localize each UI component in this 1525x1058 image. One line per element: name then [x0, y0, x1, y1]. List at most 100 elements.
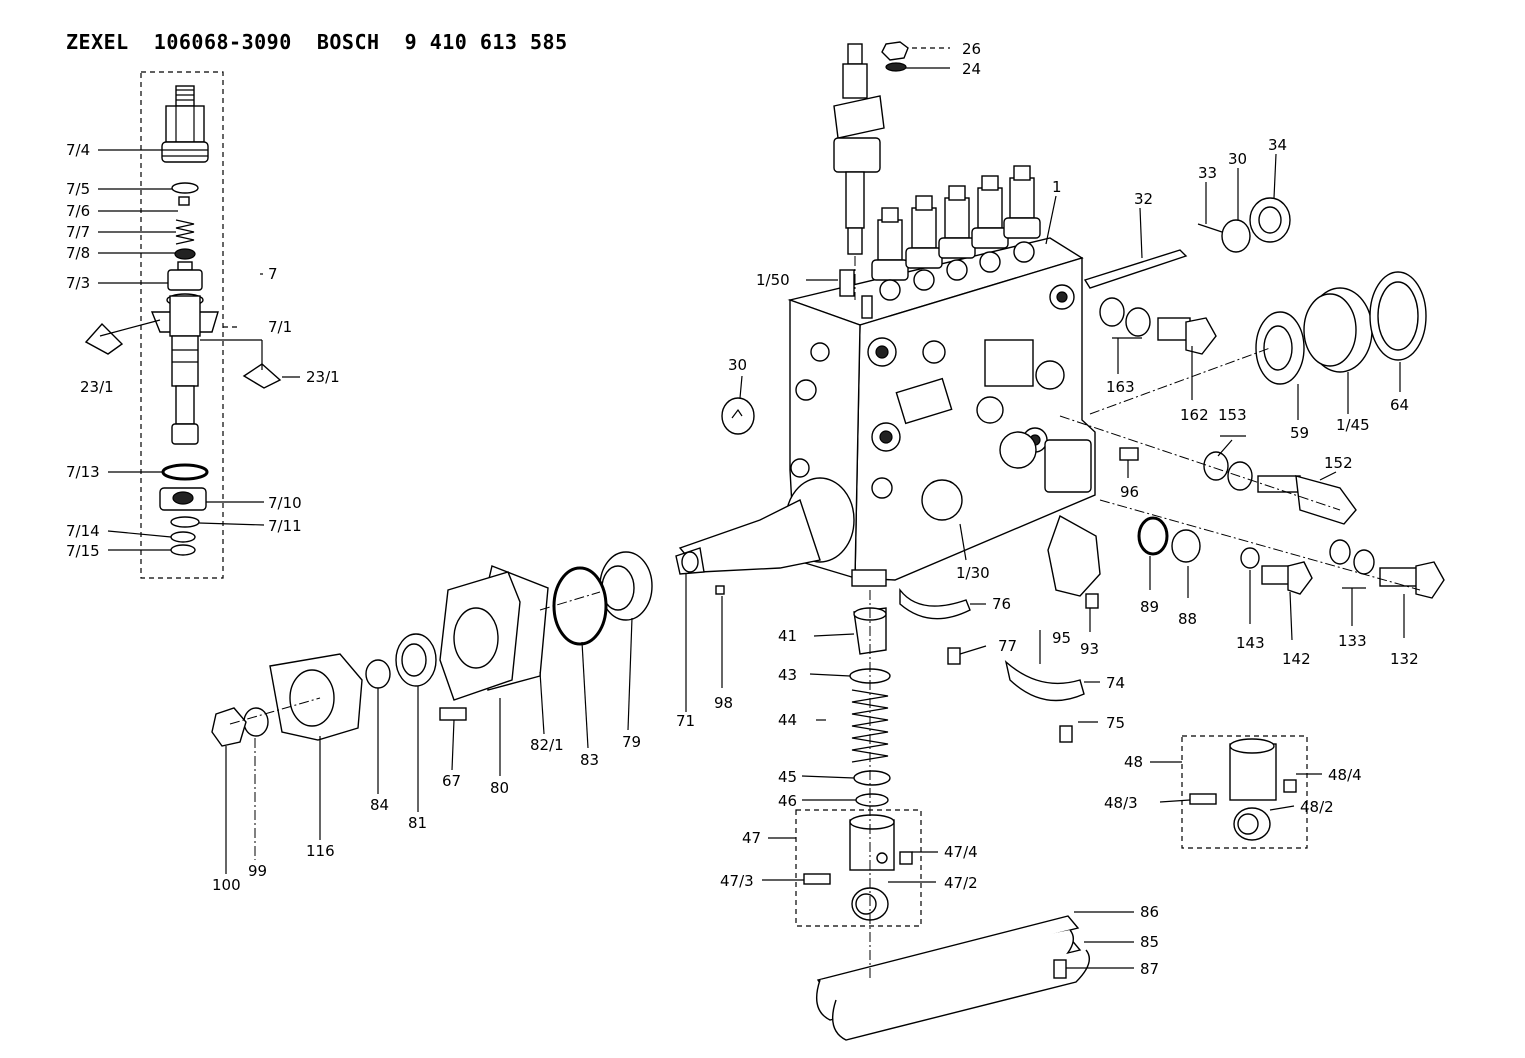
callout-74: 74 — [1106, 674, 1125, 692]
callout-95: 95 — [1052, 629, 1071, 647]
screw-67 — [439, 707, 467, 721]
callout-59: 59 — [1290, 424, 1309, 442]
cover-1-45 — [1303, 287, 1373, 373]
callout-7-6: 7/6 — [66, 202, 90, 220]
nut-100 — [211, 707, 247, 747]
diagram-title: ZEXEL 106068-3090 BOSCH 9 410 613 585 — [66, 30, 568, 54]
roller-tappet-48 — [1229, 738, 1277, 801]
screw-75 — [1059, 725, 1073, 743]
callout-75: 75 — [1106, 714, 1125, 732]
clamp-23-1-left — [84, 322, 124, 355]
callout-43: 43 — [778, 666, 797, 684]
callout-87: 87 — [1140, 960, 1159, 978]
washer-24 — [885, 62, 907, 72]
callout-23-1-left: 23/1 — [80, 378, 114, 396]
callout-88: 88 — [1178, 610, 1197, 628]
callout-142: 142 — [1282, 650, 1311, 668]
callout-46: 46 — [778, 792, 797, 810]
callout-116: 116 — [306, 842, 335, 860]
callout-1-45: 1/45 — [1336, 416, 1370, 434]
callout-152: 152 — [1324, 454, 1353, 472]
plug-34 — [1249, 197, 1291, 243]
callout-7-4: 7/4 — [66, 141, 90, 159]
callout-1-30: 1/30 — [956, 564, 990, 582]
callout-81: 81 — [408, 814, 427, 832]
o-ring-83 — [552, 566, 608, 646]
callout-143: 143 — [1236, 634, 1265, 652]
callout-71: 71 — [676, 712, 695, 730]
callout-7-7: 7/7 — [66, 223, 90, 241]
callout-47-3: 47/3 — [720, 872, 754, 890]
callout-34: 34 — [1268, 136, 1287, 154]
callout-99: 99 — [248, 862, 267, 880]
callout-7-14: 7/14 — [66, 522, 100, 540]
pin-47-3 — [803, 873, 831, 885]
callout-7-8: 7/8 — [66, 244, 90, 262]
screw-77 — [947, 647, 961, 665]
callout-83: 83 — [580, 751, 599, 769]
callout-24: 24 — [962, 60, 981, 78]
o-ring-7-5 — [171, 182, 199, 194]
roller-tappet-47 — [849, 814, 895, 871]
pin-48-4 — [1283, 779, 1297, 793]
valve-stop-part — [178, 196, 190, 206]
ring-7-11 — [170, 516, 200, 528]
element-assembly-group — [84, 71, 300, 579]
roller-48-2 — [1233, 807, 1271, 841]
callout-85: 85 — [1140, 933, 1159, 951]
pin-48-3 — [1189, 793, 1217, 805]
callout-1: 1 — [1052, 178, 1062, 196]
clamp-23-1-right — [242, 363, 282, 389]
callout-47: 47 — [742, 829, 761, 847]
o-ring-7-13 — [161, 463, 209, 481]
callout-7-3: 7/3 — [66, 274, 90, 292]
bearing-59 — [1255, 311, 1305, 385]
callout-133: 133 — [1338, 632, 1367, 650]
callout-7-13: 7/13 — [66, 463, 100, 481]
callout-30-left: 30 — [728, 356, 747, 374]
callout-153: 153 — [1218, 406, 1247, 424]
callout-45: 45 — [778, 768, 797, 786]
callout-84: 84 — [370, 796, 389, 814]
rack-32 — [1083, 249, 1188, 289]
callout-7-11: 7/11 — [268, 517, 302, 535]
callout-7-15: 7/15 — [66, 542, 100, 560]
callout-48-2: 48/2 — [1300, 798, 1334, 816]
screw-93 — [1085, 593, 1099, 609]
callout-48-3: 48/3 — [1104, 794, 1138, 812]
callout-1-50: 1/50 — [756, 271, 790, 289]
bracket-76 — [899, 587, 971, 620]
callout-82-1: 82/1 — [530, 736, 564, 754]
callout-48-4: 48/4 — [1328, 766, 1362, 784]
screw-96 — [1119, 447, 1139, 461]
shim-46 — [855, 793, 889, 807]
callout-47-4: 47/4 — [944, 843, 978, 861]
bolt-142 — [1261, 561, 1313, 595]
callout-labels: 26 24 1 32 33 30 34 1/50 163 162 64 59 1… — [66, 40, 1419, 978]
ring-84 — [365, 659, 391, 689]
pin-47-4 — [899, 851, 913, 865]
cap-30-left — [721, 397, 755, 435]
callout-93: 93 — [1080, 640, 1099, 658]
callout-98: 98 — [714, 694, 733, 712]
cap-30-top — [1221, 219, 1251, 253]
callout-67: 67 — [442, 772, 461, 790]
callout-41: 41 — [778, 627, 797, 645]
callout-7-5: 7/5 — [66, 180, 90, 198]
callout-132: 132 — [1390, 650, 1419, 668]
callout-7: 7 — [268, 265, 278, 283]
screw-87 — [1053, 959, 1067, 979]
pump-housing-group — [675, 237, 1096, 587]
spring-seat-45 — [853, 770, 891, 786]
callout-7-10: 7/10 — [268, 494, 302, 512]
delivery-valve-holders-top — [833, 41, 1041, 319]
spring-44 — [851, 689, 889, 763]
callout-32: 32 — [1134, 190, 1153, 208]
callout-100: 100 — [212, 876, 241, 894]
delivery-valve-part — [167, 261, 203, 291]
bracket-74 — [1004, 660, 1085, 702]
bolt-132 — [1379, 561, 1445, 599]
callout-162: 162 — [1180, 406, 1209, 424]
callout-48: 48 — [1124, 753, 1143, 771]
